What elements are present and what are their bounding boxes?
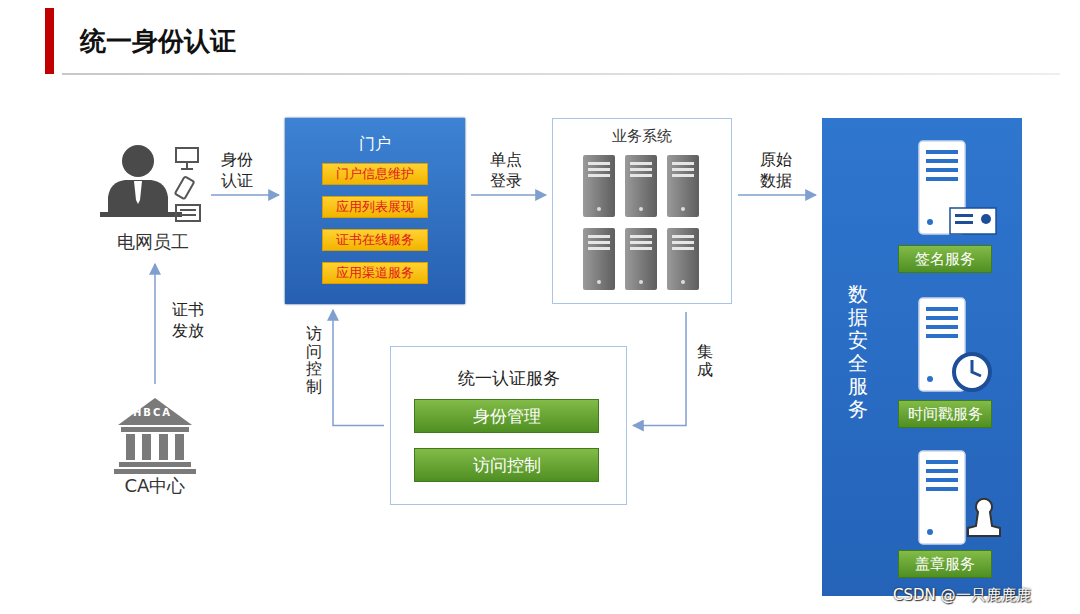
system-box: 业务系统: [552, 118, 732, 304]
node-text: 数据安全服务: [848, 283, 868, 421]
connector-arrow: [154, 264, 156, 384]
service-panel: 数据安全服务 签名服务时间戳服务盖章服务: [822, 118, 1022, 596]
edge-label: 单点登录: [490, 150, 522, 192]
ca-building-icon: [114, 398, 196, 474]
device-icons: [175, 148, 200, 221]
connector-arrow: [211, 194, 279, 196]
node-text: 门户信息维护: [336, 165, 414, 183]
service-tag: 盖章服务: [898, 550, 992, 578]
node-text: 盖章服务: [915, 555, 975, 574]
service-tag: 时间戳服务: [898, 400, 992, 428]
building-letters: HBCA: [133, 407, 172, 418]
function-item: 应用列表展现: [322, 196, 428, 218]
connector-arrow: [333, 310, 384, 426]
server-icons: [583, 155, 699, 290]
title-rule: [62, 73, 1060, 75]
edge-label: 集成: [697, 343, 713, 378]
auth-item: 访问控制: [414, 448, 599, 482]
auth-item: 身份管理: [414, 399, 599, 433]
node-text: 访问控制: [473, 454, 541, 477]
node-text: 业务系统: [553, 127, 731, 146]
node-text: 应用渠道服务: [336, 264, 414, 282]
node-text: 统一认证服务: [391, 367, 626, 390]
node-text: 证书在线服务: [336, 231, 414, 249]
auth-box: 统一认证服务身份管理访问控制: [390, 346, 627, 505]
title-bar: [45, 8, 54, 74]
watermark: CSDN @一只鹿鹿鹿: [893, 586, 1031, 605]
node-text: 门户: [285, 134, 465, 155]
connector-arrow: [738, 194, 816, 196]
function-item: 门户信息维护: [322, 163, 428, 185]
person-node: 电网员工: [100, 140, 205, 258]
employee-icon: [100, 145, 182, 217]
page-title: 统一身份认证: [80, 24, 236, 59]
node-text: 签名服务: [915, 250, 975, 269]
edge-label: 身份认证: [221, 150, 253, 192]
function-item: 应用渠道服务: [322, 262, 428, 284]
function-item: 证书在线服务: [322, 229, 428, 251]
ca-node: CA中心: [110, 390, 200, 502]
data-security-panel: [822, 118, 1022, 596]
portal-box: 门户门户信息维护应用列表展现证书在线服务应用渠道服务: [285, 118, 465, 304]
security-service-icons: [919, 141, 1000, 544]
connector-arrow: [633, 312, 686, 426]
business-system-fill: [553, 119, 731, 303]
node-text: 应用列表展现: [336, 198, 414, 216]
edge-label: 原始数据: [760, 150, 792, 192]
node-text: 电网员工: [100, 230, 205, 254]
edge-label: 证书发放: [172, 300, 204, 342]
service-tag: 签名服务: [898, 245, 992, 273]
connector-arrow: [471, 194, 546, 196]
node-text: 身份管理: [473, 405, 541, 428]
node-text: 时间戳服务: [908, 405, 983, 424]
node-text: CA中心: [110, 474, 200, 498]
edge-label: 访问控制: [306, 325, 322, 395]
